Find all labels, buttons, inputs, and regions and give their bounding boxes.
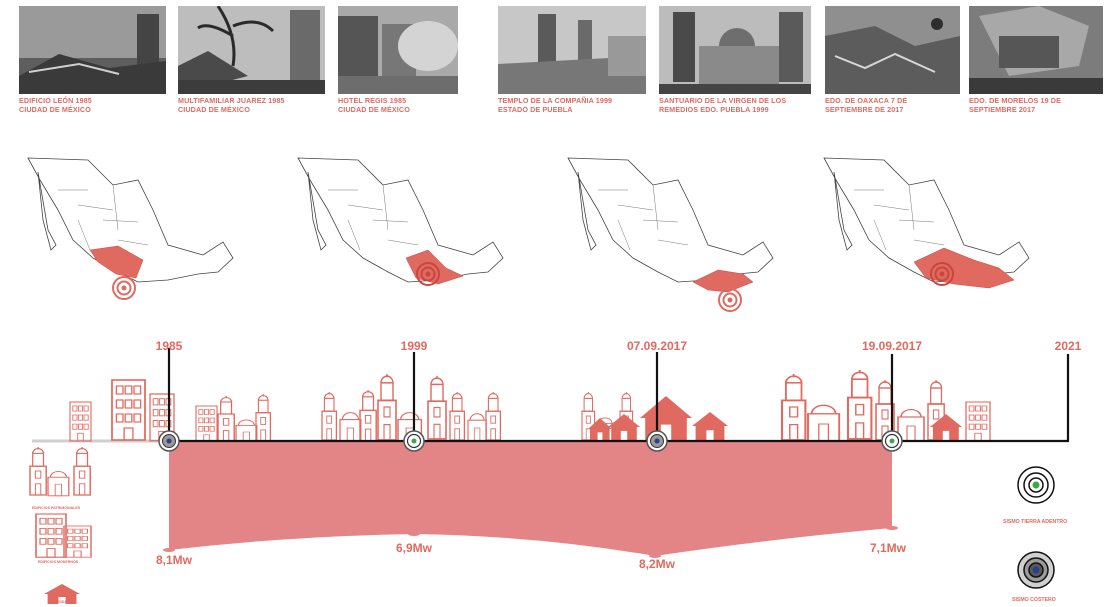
target-icon <box>112 276 136 300</box>
mexico-map-1999 <box>297 157 504 286</box>
legend-coastal-label: SISMO COSTERO <box>1012 597 1056 603</box>
year-label: 1985 <box>155 339 183 353</box>
target-icon <box>718 288 742 312</box>
mexico-map-07-09-2017 <box>567 157 774 312</box>
buildings-19-09-2017 <box>780 368 991 442</box>
year-label: 19.09.2017 <box>861 339 923 353</box>
mexico-map-1985 <box>27 157 234 300</box>
legend-building-types <box>29 446 92 604</box>
magnitude-label: 8,1Mw <box>155 553 193 567</box>
photo-oaxaca-2017[interactable] <box>825 6 972 94</box>
church-icon <box>29 446 91 497</box>
target-icon <box>930 262 954 286</box>
photo-edificio-leon[interactable] <box>19 6 166 94</box>
target-icon <box>416 262 440 286</box>
year-label: 07.09.2017 <box>626 339 688 353</box>
magnitude-markers <box>163 526 898 558</box>
target-icon <box>1017 551 1055 589</box>
photo-hotel-regis[interactable] <box>338 6 485 94</box>
year-label: 2021 <box>1054 339 1082 353</box>
target-icon <box>881 430 903 452</box>
event-stems <box>167 348 1070 441</box>
photo-multifamiliar-juarez[interactable] <box>178 6 325 94</box>
legend-modern-label: EDIFICIOS MODERNOS <box>38 560 79 564</box>
target-icon <box>158 430 180 452</box>
magnitude-label: 7,1Mw <box>869 541 907 555</box>
timeline-graphic <box>29 348 1070 604</box>
magnitude-area <box>169 441 892 556</box>
target-icon <box>646 430 668 452</box>
legend-inland-label: SISMO TIERRA ADENTRO <box>1003 519 1068 525</box>
photo-morelos-2017[interactable] <box>969 6 1116 94</box>
target-icon <box>403 430 425 452</box>
mexico-map-19-09-2017 <box>823 157 1030 289</box>
legend-housing-label: VIVIENDA <box>50 600 67 604</box>
legend-heritage-label: EDIFICIOS PATRIMONIALES <box>32 506 81 510</box>
photo-santuario-remedios[interactable] <box>659 6 811 94</box>
building-icon <box>35 513 92 559</box>
year-label: 1999 <box>400 339 428 353</box>
magnitude-label: 6,9Mw <box>395 541 433 555</box>
magnitude-label: 8,2Mw <box>638 557 676 571</box>
target-icon <box>1017 466 1055 504</box>
photo-templo-compania[interactable] <box>498 6 646 94</box>
